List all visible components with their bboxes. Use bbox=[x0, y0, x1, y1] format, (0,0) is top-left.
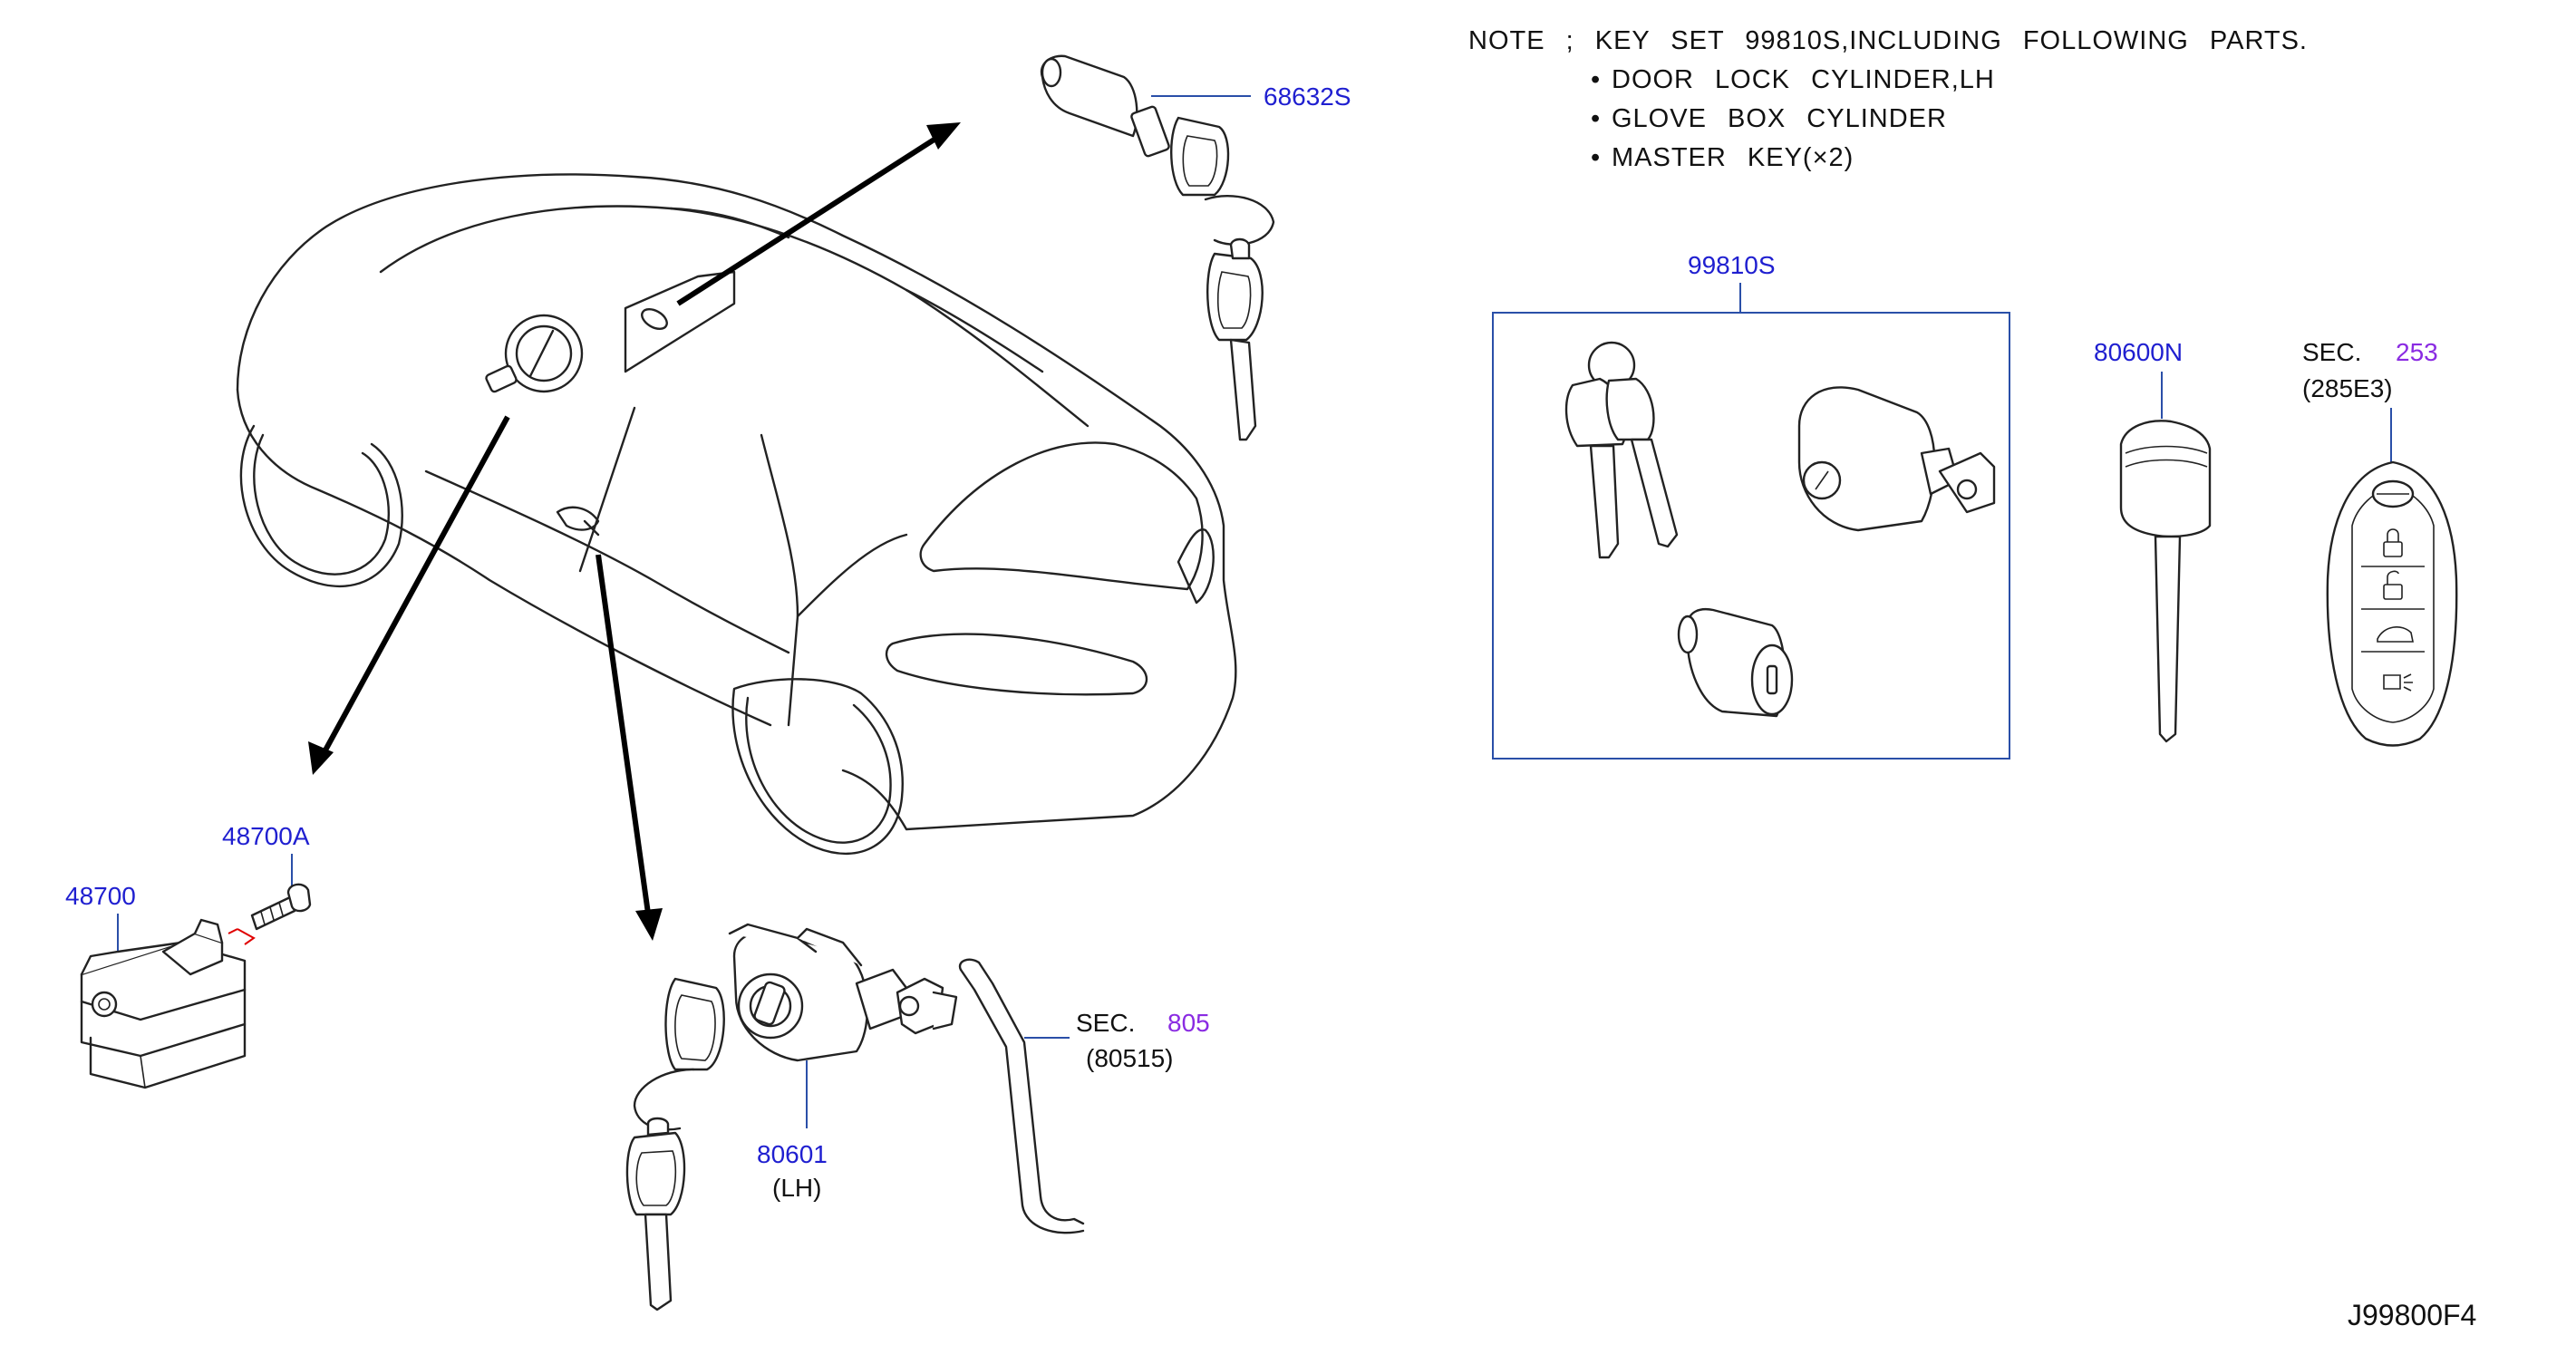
note-item-2: GLOVE BOX CYLINDER bbox=[1612, 104, 1947, 133]
kit-box-99810s bbox=[1492, 312, 2010, 760]
trunk-icon bbox=[2377, 626, 2414, 643]
note-block: NOTE ; KEY SET 99810S,INCLUDING FOLLOWIN… bbox=[1468, 26, 2308, 172]
diagram-code: J99800F4 bbox=[2348, 1299, 2476, 1331]
note-bullet-2: • bbox=[1591, 104, 1601, 133]
label-48700a[interactable]: 48700A bbox=[222, 822, 310, 850]
note-bullet-1: • bbox=[1591, 65, 1601, 94]
lock-icon bbox=[2383, 541, 2403, 557]
note-heading: NOTE ; KEY SET 99810S,INCLUDING FOLLOWIN… bbox=[1468, 26, 2308, 55]
kit-master-keys[interactable] bbox=[1564, 341, 1679, 559]
sec253-sub: (285E3) bbox=[2302, 374, 2393, 402]
label-99810s[interactable]: 99810S bbox=[1688, 251, 1776, 279]
sec805-prefix: SEC. bbox=[1076, 1009, 1135, 1037]
note-item-3: MASTER KEY(×2) bbox=[1612, 143, 1854, 172]
sec805-sub: (80515) bbox=[1086, 1044, 1174, 1072]
note-bullet-3: • bbox=[1591, 143, 1601, 172]
unlock-icon bbox=[2383, 584, 2403, 600]
pointer-arrows bbox=[308, 122, 961, 941]
sec253-prefix: SEC. bbox=[2302, 338, 2361, 366]
label-68632s[interactable]: 68632S bbox=[1264, 82, 1351, 111]
bolt-guide-lines bbox=[228, 928, 256, 945]
lock-rod[interactable] bbox=[958, 958, 1085, 1234]
bolt-48700a[interactable] bbox=[250, 883, 312, 931]
steering-lock-unit-48700[interactable] bbox=[80, 918, 247, 1089]
kit-door-lock-cylinder[interactable] bbox=[1797, 386, 1996, 532]
label-48700[interactable]: 48700 bbox=[65, 882, 136, 910]
panic-icon bbox=[2383, 673, 2413, 692]
intelligent-key-fob[interactable] bbox=[2326, 460, 2458, 747]
glove-box-cylinder-68632s[interactable] bbox=[1040, 54, 1275, 441]
label-80600n[interactable]: 80600N bbox=[2094, 338, 2183, 366]
car-illustration bbox=[236, 173, 1237, 856]
sec253-number[interactable]: 253 bbox=[2396, 338, 2438, 366]
kit-glove-box-cylinder[interactable] bbox=[1677, 608, 1794, 718]
note-item-1: DOOR LOCK CYLINDER,LH bbox=[1612, 65, 1995, 94]
master-key-80600n[interactable] bbox=[2119, 420, 2212, 743]
label-80601-sub: (LH) bbox=[772, 1174, 821, 1202]
door-lock-cylinder-80601[interactable] bbox=[625, 923, 958, 1311]
label-80601[interactable]: 80601 bbox=[757, 1140, 828, 1168]
sec805-number[interactable]: 805 bbox=[1167, 1009, 1210, 1037]
